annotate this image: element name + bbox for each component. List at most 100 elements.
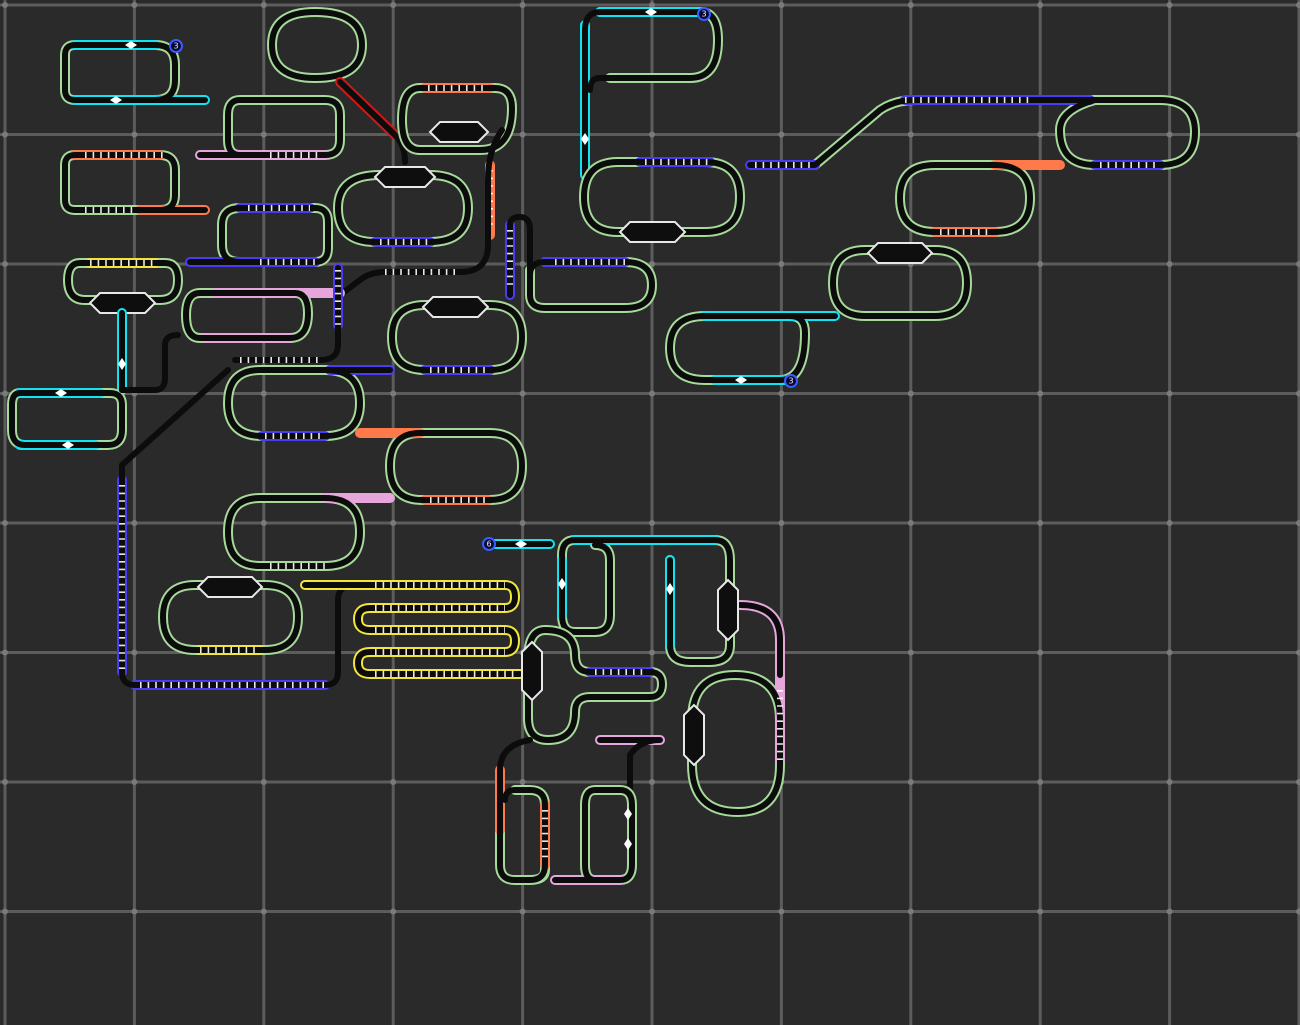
track-loop-blue-center[interactable] <box>505 214 657 313</box>
grid-node <box>390 2 397 8</box>
grid-node <box>2 649 8 656</box>
grid-node <box>131 779 138 785</box>
grid-node <box>2 2 8 8</box>
station-mid <box>421 296 490 318</box>
grid-node <box>778 390 785 397</box>
grid-node <box>1166 779 1173 785</box>
station-lower-left <box>196 576 264 598</box>
track-loop-yellow-station[interactable] <box>63 258 183 314</box>
grid-node <box>260 2 267 8</box>
grid-node <box>519 779 526 785</box>
grid-node <box>1037 649 1044 656</box>
grid-node <box>907 779 914 785</box>
track-loop-station-right[interactable] <box>828 242 972 321</box>
grid-node <box>907 649 914 656</box>
grid-node <box>1296 908 1300 915</box>
hub-lower-center[interactable]: 6 <box>482 537 496 551</box>
track-loop-pink-middle[interactable] <box>181 263 345 363</box>
track-loop-top-small[interactable] <box>267 7 408 165</box>
hub-top-center-count: 3 <box>701 10 706 19</box>
grid-node <box>1037 2 1044 8</box>
station-lower-right-b <box>683 703 705 767</box>
grid-node <box>519 131 526 138</box>
grid-node <box>778 261 785 267</box>
grid-node <box>1296 261 1300 267</box>
grid-node <box>390 779 397 785</box>
grid-node <box>907 520 914 526</box>
grid-node <box>519 2 526 8</box>
track-loop-center-station[interactable] <box>333 166 473 247</box>
grid-node <box>1037 131 1044 138</box>
grid-node <box>1296 390 1300 397</box>
station-center-top <box>618 221 687 243</box>
grid-node <box>390 261 397 267</box>
hub-right-loop[interactable]: 3 <box>784 374 798 388</box>
grid-node <box>649 390 655 397</box>
train-sparks <box>55 8 747 850</box>
station-center <box>373 166 437 188</box>
grid-node <box>1166 131 1173 138</box>
grid-node <box>1166 390 1173 397</box>
grid-node <box>1166 908 1173 915</box>
track-loop-orange-mid[interactable] <box>355 428 527 505</box>
grid-node <box>649 649 655 656</box>
station-right <box>866 242 934 264</box>
grid-node <box>260 779 267 785</box>
grid-node <box>131 131 138 138</box>
grid-node <box>649 131 655 138</box>
grid-node <box>907 131 914 138</box>
passenger-hubs[interactable]: 3 3 3 6 <box>169 7 798 551</box>
grid-node <box>1296 131 1300 138</box>
grid-node <box>1296 2 1300 8</box>
grid-node <box>519 261 526 267</box>
grid-node <box>649 520 655 526</box>
track-loop-orange-right[interactable] <box>895 160 1065 237</box>
grid-node <box>2 520 8 526</box>
track-loop-top-left[interactable] <box>60 40 210 105</box>
grid-node <box>1037 779 1044 785</box>
grid-node <box>260 390 267 397</box>
hub-top-left[interactable]: 3 <box>169 39 183 53</box>
hub-top-left-count: 3 <box>173 42 178 51</box>
grid-node <box>907 908 914 915</box>
station-lower-center <box>521 640 543 702</box>
track-blue-long-line[interactable] <box>117 367 525 690</box>
grid-node <box>778 908 785 915</box>
station-lower-right-a <box>717 578 739 642</box>
grid-node <box>1296 779 1300 785</box>
station-left <box>88 292 157 314</box>
track-lower-left-cyan[interactable] <box>7 308 181 450</box>
track-loop-blue-left[interactable] <box>185 203 333 267</box>
hub-lower-center-count: 6 <box>486 540 491 549</box>
track-loop-station-center-top[interactable] <box>579 157 745 243</box>
grid-node <box>390 520 397 526</box>
grid-node <box>907 2 914 8</box>
track-blue-diagonal[interactable] <box>745 95 1200 170</box>
grid-node <box>131 649 138 656</box>
track-network[interactable] <box>7 7 1200 885</box>
grid-node <box>390 390 397 397</box>
track-loop-station-mid[interactable] <box>387 296 527 375</box>
grid-node <box>519 390 526 397</box>
grid-node <box>1296 520 1300 526</box>
grid-node <box>649 2 655 8</box>
hub-top-center[interactable]: 3 <box>697 7 711 21</box>
track-loop-blue-middle[interactable] <box>223 365 395 441</box>
track-loop-pink-top[interactable] <box>195 95 345 160</box>
track-loop-cyan-right[interactable] <box>665 311 840 385</box>
grid-node <box>2 261 8 267</box>
track-loop-pink-lower[interactable] <box>223 493 395 571</box>
track-loop-orange-left[interactable] <box>60 150 210 215</box>
grid-node <box>1166 261 1173 267</box>
track-loop-orange-top-center[interactable] <box>287 83 517 298</box>
grid-node <box>519 908 526 915</box>
grid-node <box>778 520 785 526</box>
grid-node <box>260 131 267 138</box>
grid-node <box>2 131 8 138</box>
grid-node <box>1037 261 1044 267</box>
track-lower-complex[interactable] <box>485 535 785 885</box>
grid-node <box>1037 390 1044 397</box>
track-loop-station-lower[interactable] <box>158 576 303 655</box>
